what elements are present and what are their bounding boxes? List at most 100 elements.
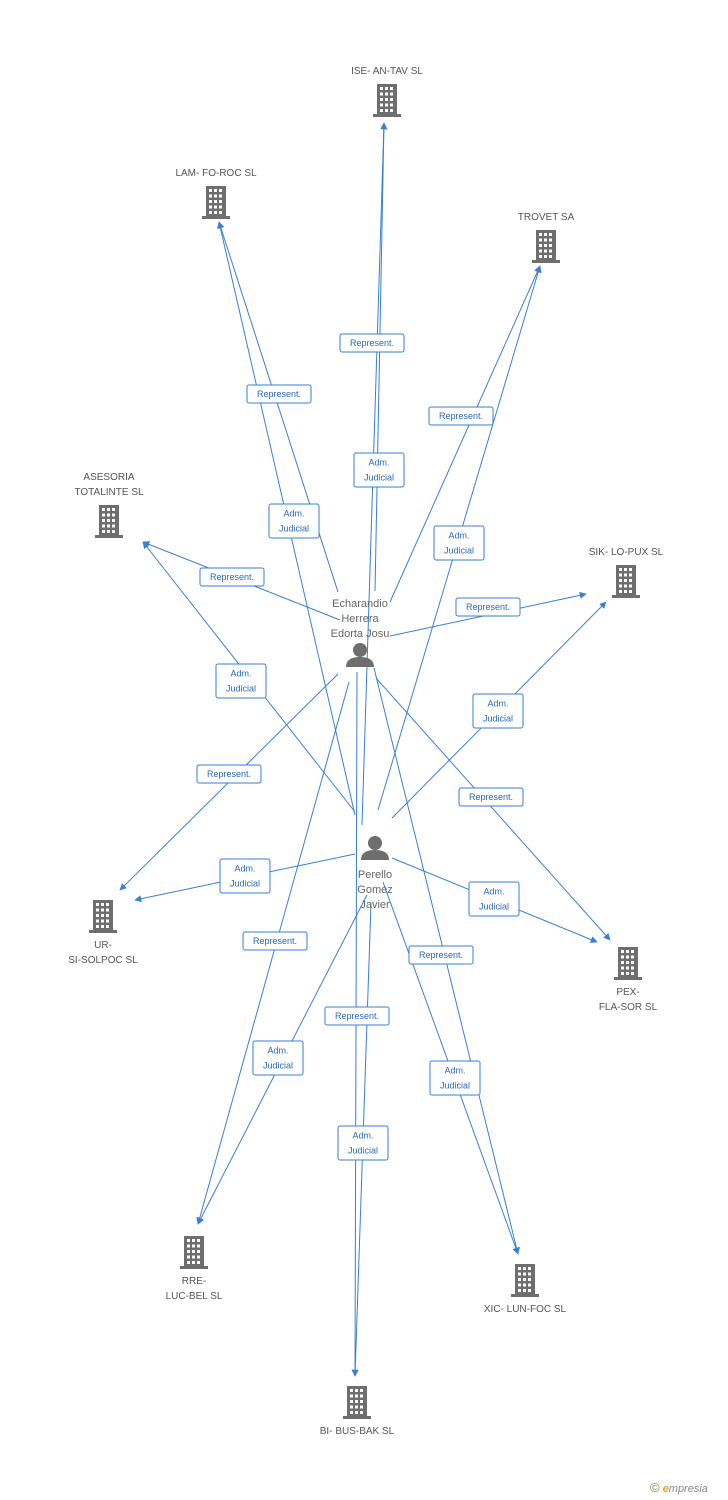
relation-label-box[interactable]	[353, 452, 405, 488]
relation-label[interactable]: Adm.Judicial	[353, 452, 405, 488]
relation-label-box[interactable]	[242, 931, 308, 951]
relation-label-text: Judicial	[279, 524, 309, 534]
relation-label-box[interactable]	[246, 384, 312, 404]
brand-logo: © empresia	[650, 1480, 708, 1495]
company-node-c10[interactable]: BI- BUS-BAK SL	[320, 1386, 395, 1437]
company-node-c5[interactable]: SIK- LO-PUX SL	[589, 547, 664, 598]
relation-edge-p1-c7	[375, 677, 611, 941]
relation-label-box[interactable]	[252, 1040, 304, 1076]
company-name: ASESORIA	[83, 472, 134, 483]
relation-label[interactable]: Represent.	[242, 931, 308, 951]
relation-label[interactable]: Adm. Judicial	[219, 858, 271, 894]
person-icon	[346, 643, 374, 667]
relation-label-box[interactable]	[408, 945, 474, 965]
relation-label-box[interactable]	[429, 1060, 481, 1096]
company-node-c3[interactable]: TROVET SA	[518, 212, 575, 263]
relation-label[interactable]: Adm. Judicial	[433, 525, 485, 561]
relation-label-text: Represent.	[350, 338, 394, 348]
relation-label[interactable]: Adm.Judicial	[429, 1060, 481, 1096]
building-icon	[614, 947, 642, 980]
relation-label-box[interactable]	[428, 406, 494, 426]
relation-label-text: Represent.	[439, 411, 483, 421]
relation-label-text: Represent.	[253, 936, 297, 946]
company-node-c7[interactable]: PEX-FLA-SOR SL	[599, 947, 658, 1013]
relation-label[interactable]: Represent.	[199, 567, 265, 587]
company-name: TOTALINTE SL	[74, 487, 144, 498]
person-name: Perello	[358, 869, 392, 881]
company-name: XIC- LUN-FOC SL	[484, 1304, 567, 1315]
relation-label[interactable]: Represent.	[455, 597, 521, 617]
relation-label[interactable]: Represent.	[408, 945, 474, 965]
relation-label[interactable]: Adm.Judicial	[268, 503, 320, 539]
relation-label[interactable]: Adm.Judicial	[337, 1125, 389, 1161]
relation-label-text: Adm.	[234, 864, 255, 874]
building-icon	[532, 230, 560, 263]
relation-label-text: Judicial	[226, 684, 256, 694]
relation-edge-p1-c1	[374, 122, 388, 592]
relation-label[interactable]: Adm.Judicial	[472, 693, 524, 729]
relation-label-text: Adm.	[448, 531, 469, 541]
company-node-c8[interactable]: RRE- LUC-BEL SL	[166, 1236, 223, 1302]
company-node-c4[interactable]: ASESORIA TOTALINTE SL	[74, 472, 144, 538]
company-name: LUC-BEL SL	[166, 1291, 223, 1302]
company-name: SIK- LO-PUX SL	[589, 547, 664, 558]
relation-label[interactable]: Represent.	[458, 787, 524, 807]
building-icon	[343, 1386, 371, 1419]
company-name: BI- BUS-BAK SL	[320, 1426, 395, 1437]
relation-label-text: Judicial	[230, 879, 260, 889]
relation-label-box[interactable]	[468, 881, 520, 917]
relation-label-text: Judicial	[263, 1061, 293, 1071]
relation-label[interactable]: Adm.Judicial	[468, 881, 520, 917]
building-icon	[511, 1264, 539, 1297]
relation-edge-p1-c3	[389, 265, 541, 603]
relation-label-text: Adm.	[483, 887, 504, 897]
relation-label-text: Adm.	[444, 1066, 465, 1076]
relation-label-box[interactable]	[268, 503, 320, 539]
relation-label-box[interactable]	[215, 663, 267, 699]
relation-label[interactable]: Represent.	[428, 406, 494, 426]
relation-label-box[interactable]	[472, 693, 524, 729]
relation-label[interactable]: Represent.	[246, 384, 312, 404]
relation-label-text: Judicial	[444, 546, 474, 556]
relation-label-box[interactable]	[458, 787, 524, 807]
relation-label-box[interactable]	[337, 1125, 389, 1161]
relation-label-text: Adm.	[267, 1046, 288, 1056]
company-name: TROVET SA	[518, 212, 575, 223]
relation-label-text: Represent.	[210, 572, 254, 582]
relation-label[interactable]: Adm. Judicial	[252, 1040, 304, 1076]
relation-label-text: Adm.	[352, 1131, 373, 1141]
company-node-c6[interactable]: UR-SI-SOLPOC SL	[68, 900, 138, 966]
company-node-c9[interactable]: XIC- LUN-FOC SL	[484, 1264, 567, 1315]
relation-label[interactable]: Represent.	[324, 1006, 390, 1026]
relation-label-box[interactable]	[324, 1006, 390, 1026]
company-name: RRE-	[182, 1276, 206, 1287]
relation-label[interactable]: Represent.	[339, 333, 405, 353]
relation-label-text: Represent.	[466, 602, 510, 612]
company-name: PEX-	[616, 987, 639, 998]
relation-label[interactable]: Represent.	[196, 764, 262, 784]
person-name: Gomez	[357, 884, 392, 896]
relation-label[interactable]: Adm.Judicial	[215, 663, 267, 699]
building-icon	[180, 1236, 208, 1269]
building-icon	[202, 186, 230, 219]
relation-label-box[interactable]	[199, 567, 265, 587]
relation-label-box[interactable]	[196, 764, 262, 784]
relation-label-box[interactable]	[339, 333, 405, 353]
person-name: Herrera	[341, 613, 379, 625]
relation-label-box[interactable]	[455, 597, 521, 617]
company-node-c2[interactable]: LAM- FO-ROC SL	[175, 168, 257, 219]
company-node-c1[interactable]: ISE- AN-TAV SL	[351, 66, 423, 117]
building-icon	[95, 505, 123, 538]
relation-label-box[interactable]	[433, 525, 485, 561]
relation-label-text: Adm.	[368, 458, 389, 468]
person-name: Edorta Josu	[331, 628, 390, 640]
relation-label-box[interactable]	[219, 858, 271, 894]
relation-label-text: Represent.	[207, 769, 251, 779]
company-name: UR-	[94, 940, 112, 951]
building-icon	[89, 900, 117, 933]
person-name: Javier	[360, 899, 390, 911]
relation-label-text: Represent.	[419, 950, 463, 960]
